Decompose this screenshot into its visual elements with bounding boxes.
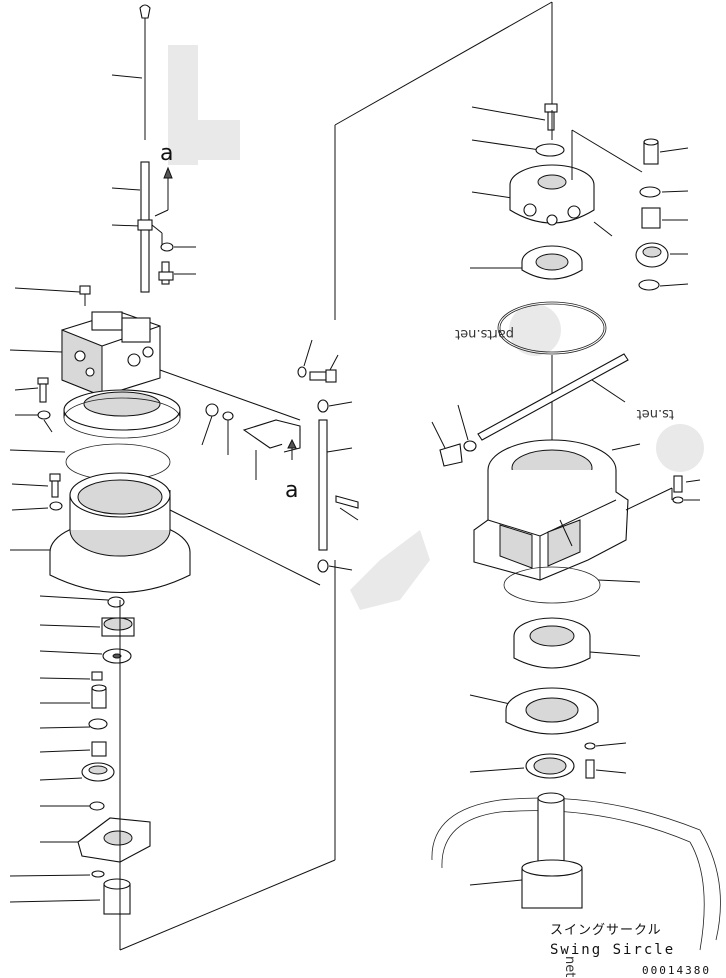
watermark-text-bottom: net — [562, 956, 577, 977]
swing-circle-japanese-label: スイングサークル — [550, 923, 662, 938]
left-assembly — [9, 4, 336, 951]
watermark-shapes — [168, 45, 704, 610]
swing-circle-english-label: Swing Sircle — [550, 942, 675, 958]
figure-code: 00014380 — [642, 964, 711, 977]
reference-letter-a-top: a — [160, 141, 173, 166]
watermark-text-left: parts.net — [455, 326, 514, 341]
right-assembly — [431, 103, 721, 951]
reference-letter-a-bottom: a — [285, 478, 298, 503]
watermark-text-right: ts.net — [637, 406, 674, 421]
diagram-text: a a parts.net ts.net net スイングサークル Swing … — [160, 141, 711, 977]
middle-assembly — [201, 1, 553, 573]
